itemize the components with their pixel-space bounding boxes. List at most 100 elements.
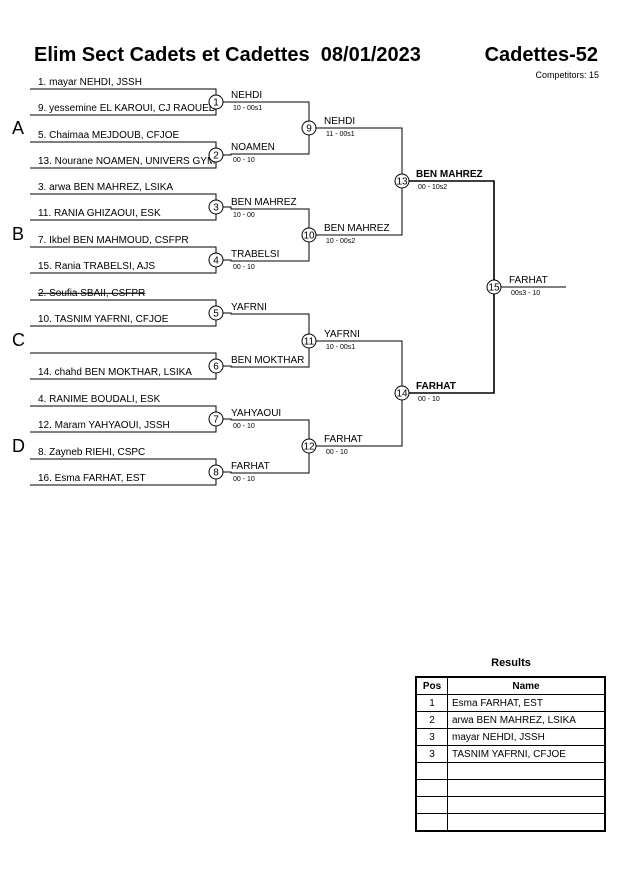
match-winner: BEN MAHREZ: [416, 169, 483, 180]
pool-label: B: [12, 224, 24, 244]
bracket-line: [223, 453, 310, 474]
match-score: 10 - 00: [233, 212, 255, 219]
result-name: TASNIM YAFRNI, CFJOE: [447, 745, 606, 763]
match-score: 00 - 10s2: [418, 184, 447, 191]
bracket-line: [316, 400, 403, 447]
entrant-name: 9. yessemine EL KAROUI, CJ RAOUED: [38, 103, 216, 114]
results-header-row: Pos Name: [415, 676, 606, 695]
results-row: [415, 796, 606, 814]
results-header-pos: Pos: [415, 676, 448, 695]
result-name: [447, 779, 606, 797]
entrant-name: 8. Zayneb RIEHI, CSPC: [38, 447, 145, 458]
result-name: [447, 796, 606, 814]
entrant-line: [30, 109, 217, 116]
bracket-line: [409, 294, 495, 394]
result-name: mayar NEHDI, JSSH: [447, 728, 606, 746]
match-number-circle: [208, 147, 224, 163]
entrant-name: 10. TASNIM YAFRNI, CFJOE: [38, 314, 169, 325]
entrant-name: 11. RANIA GHIZAOUI, ESK: [38, 208, 161, 219]
match-number-circle: [208, 252, 224, 268]
match-winner: NEHDI: [324, 116, 355, 127]
bracket-line: [409, 180, 495, 280]
match-score: 00 - 10: [233, 423, 255, 430]
match-number: 5: [213, 309, 219, 320]
entrant-name: 16. Esma FARHAT, EST: [38, 473, 146, 484]
match-number: 1: [213, 98, 219, 109]
match-winner: BEN MOKTHAR: [231, 355, 304, 366]
match-number-circle: [301, 438, 317, 454]
entrant-name: 7. Ikbel BEN MAHMOUD, CSFPR: [38, 235, 189, 246]
match-number-circle: [208, 464, 224, 480]
result-pos: 3: [415, 728, 448, 746]
match-number-circle: [208, 305, 224, 321]
entrant-line: [30, 214, 217, 221]
match-winner: FARHAT: [416, 381, 456, 392]
result-pos: 3: [415, 745, 448, 763]
entrant-name: 2. Soufia SBAII, CSFPR: [38, 288, 145, 299]
competitor-count: Competitors: 15: [535, 70, 599, 80]
match-number: 13: [396, 177, 408, 188]
match-number: 11: [304, 337, 315, 348]
result-pos: 2: [415, 711, 448, 729]
match-score: 00s3 - 10: [511, 290, 540, 297]
bracket-line: [223, 206, 310, 228]
results-row: [415, 779, 606, 797]
entrant-name: 5. Chaimaa MEJDOUB, CFJOE: [38, 130, 179, 141]
match-number-circle: [208, 411, 224, 427]
entrant-line: [30, 162, 217, 169]
match-number: 12: [303, 442, 315, 453]
result-pos: 1: [415, 694, 448, 712]
entrant-name: 15. Rania TRABELSI, AJS: [38, 261, 155, 272]
match-winner: YAHYAOUI: [231, 408, 281, 419]
match-number-circle: [208, 94, 224, 110]
bracket-line: [223, 101, 310, 121]
entrant-line: [30, 373, 217, 380]
match-number: 7: [213, 415, 219, 426]
match-winner: TRABELSI: [231, 249, 279, 260]
match-number: 3: [213, 203, 219, 214]
result-pos: [415, 813, 448, 832]
match-score: 00 - 10: [233, 157, 255, 164]
bracket-line: [316, 188, 403, 236]
match-score: 00 - 10: [233, 264, 255, 271]
match-score: 10 - 00s1: [233, 105, 262, 112]
pool-label: D: [12, 436, 25, 456]
match-score: 00 - 10: [326, 449, 348, 456]
entrant-line: [30, 193, 217, 200]
match-winner: BEN MAHREZ: [231, 197, 297, 208]
match-winner: YAFRNI: [231, 302, 267, 313]
entrant-line: [30, 267, 217, 274]
match-number-circle: [208, 358, 224, 374]
bracket-line: [223, 348, 310, 368]
category-title: Cadettes-52: [484, 44, 598, 66]
pool-label: C: [12, 330, 25, 350]
results-row: [415, 762, 606, 780]
results-title: Results: [491, 657, 531, 669]
match-number: 14: [396, 389, 408, 400]
match-number: 2: [213, 151, 219, 162]
entrant-name: 4. RANIME BOUDALI, ESK: [38, 394, 161, 405]
bracket-line: [223, 135, 310, 156]
match-score: 11 - 00s1: [326, 131, 355, 138]
result-name: [447, 762, 606, 780]
match-winner: FARHAT: [509, 275, 548, 286]
result-pos: [415, 796, 448, 814]
entrant-name: 13. Nourane NOAMEN, UNIVERS GYM: [38, 156, 215, 167]
match-winner: BEN MAHREZ: [324, 223, 390, 234]
match-number-circle: [301, 333, 317, 349]
entrant-line: [30, 88, 217, 95]
match-winner: YAFRNI: [324, 329, 360, 340]
result-name: Esma FARHAT, EST: [447, 694, 606, 712]
event-title: Elim Sect Cadets et Cadettes 08/01/2023: [34, 44, 421, 66]
match-number: 8: [213, 468, 219, 479]
match-number: 9: [306, 124, 312, 135]
bracket-line: [223, 312, 310, 334]
match-winner: NOAMEN: [231, 142, 275, 153]
result-pos: [415, 762, 448, 780]
match-number-circle: [394, 173, 410, 189]
results-row: [415, 813, 606, 832]
